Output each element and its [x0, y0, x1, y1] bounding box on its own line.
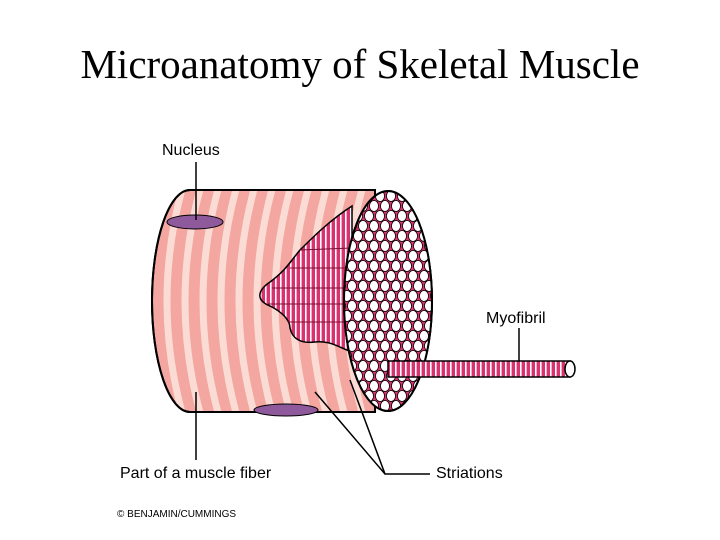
label-myofibril: Myofibril	[486, 310, 546, 327]
leader-lines	[195, 162, 520, 475]
copyright-credit: © BENJAMIN/CUMMINGS	[117, 509, 237, 520]
label-nucleus: Nucleus	[162, 142, 220, 159]
nucleus-shape-top	[166, 214, 224, 230]
myofibril-strand	[387, 360, 576, 378]
nucleus-shape-bottom	[253, 403, 319, 417]
label-striations: Striations	[436, 465, 503, 482]
label-part-of-fiber: Part of a muscle fiber	[120, 465, 272, 482]
cutaway-myofibrils	[259, 204, 353, 354]
slide-title: Microanatomy of Skeletal Muscle	[80, 41, 640, 87]
